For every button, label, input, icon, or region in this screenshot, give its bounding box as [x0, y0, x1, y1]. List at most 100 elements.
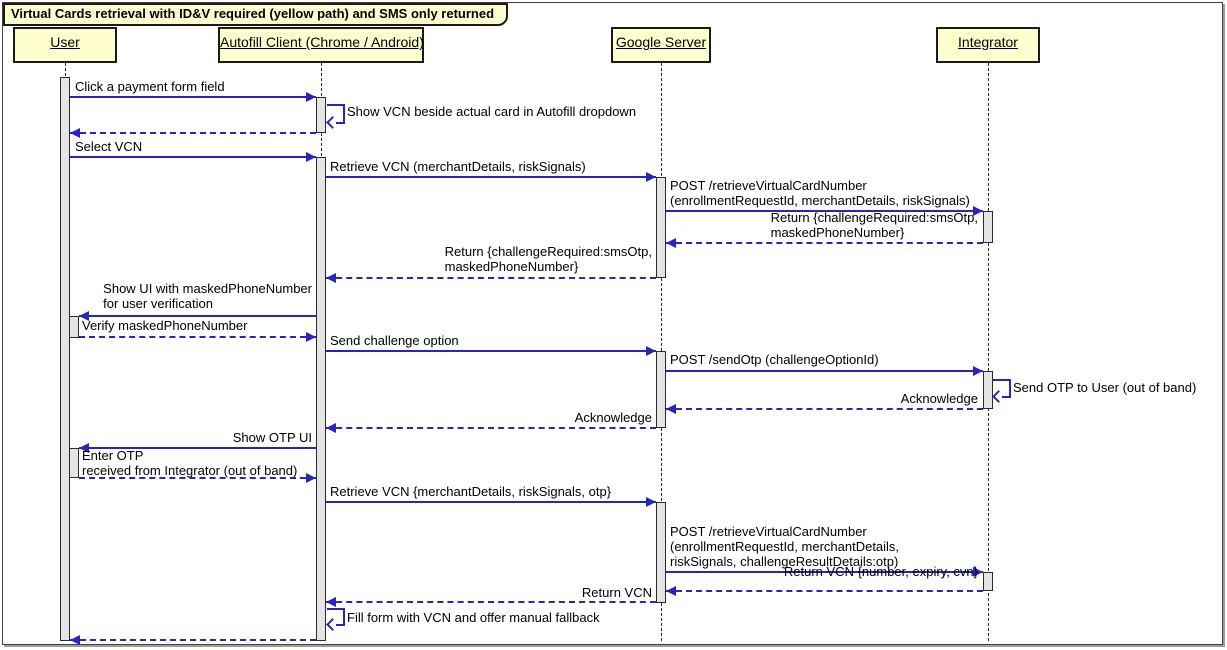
self-message-line	[336, 122, 345, 124]
return-message-arrow	[70, 639, 316, 641]
arrowhead-right-icon	[973, 206, 983, 216]
return-message-arrow	[326, 601, 656, 603]
lifeline-integrator	[988, 63, 989, 641]
message-label-line: POST /sendOtp (challengeOptionId)	[670, 352, 879, 367]
message-arrow	[326, 176, 656, 178]
return-message-arrow	[79, 336, 316, 338]
message-label-line: Verify maskedPhoneNumber	[82, 318, 248, 333]
self-message-line	[343, 104, 345, 122]
message-label: Retrieve VCN {merchantDetails, riskSigna…	[330, 484, 611, 499]
activation-bar-integrator	[983, 572, 993, 591]
arrowhead-left-icon	[666, 238, 676, 248]
message-label-line: riskSignals, challengeResultDetails:otp)	[670, 554, 899, 569]
message-arrow	[79, 447, 316, 449]
message-arrow	[79, 315, 316, 317]
arrowhead-right-icon	[646, 497, 656, 507]
message-label: Acknowledge	[901, 391, 978, 406]
message-label-line: Show UI with maskedPhoneNumber	[103, 281, 312, 296]
message-label: Return VCN	[582, 585, 652, 600]
message-label: Show OTP UI	[233, 430, 312, 445]
activation-bar-integrator	[983, 211, 993, 243]
arrowhead-left-icon	[326, 273, 336, 283]
message-label-line: Acknowledge	[574, 410, 652, 425]
arrowhead-right-icon	[646, 346, 656, 356]
message-arrow	[326, 501, 656, 503]
diagram-title: Virtual Cards retrieval with ID&V requir…	[3, 3, 509, 26]
arrowhead-left-icon	[326, 423, 336, 433]
message-label-line: Acknowledge	[900, 391, 978, 406]
arrowhead-left-icon	[326, 597, 336, 607]
arrowhead-right-icon	[306, 152, 316, 162]
arrowhead-left-icon	[79, 311, 89, 321]
arrowhead-left-icon	[70, 635, 80, 645]
return-message-arrow	[666, 242, 983, 244]
arrowhead-right-icon	[306, 473, 316, 483]
message-label-line: received from Integrator (out of band)	[82, 463, 298, 478]
message-label-line: POST /retrieveVirtualCardNumber	[670, 524, 867, 539]
activation-bar-autofill-client	[316, 157, 326, 641]
arrowhead-left-icon	[666, 586, 676, 596]
self-message-line	[327, 104, 345, 106]
return-message-arrow	[70, 132, 316, 134]
message-arrow	[326, 350, 656, 352]
message-label: Send challenge option	[330, 333, 459, 348]
arrowhead-left-icon	[70, 128, 80, 138]
message-label: POST /retrieveVirtualCardNumber(enrollme…	[670, 524, 899, 569]
participant-user: User	[13, 27, 117, 63]
arrowhead-right-icon	[973, 567, 983, 577]
message-arrow	[70, 96, 316, 98]
message-label: Select VCN	[75, 139, 142, 154]
activation-bar-google-server	[656, 177, 666, 278]
participant-integrator: Integrator	[936, 27, 1040, 63]
arrowhead-right-icon	[306, 92, 316, 102]
activation-bar-user-nested	[69, 448, 79, 478]
message-label: Return {challengeRequired:smsOtp,maskedP…	[771, 210, 978, 240]
return-message-arrow	[326, 277, 656, 279]
activation-bar-user	[60, 77, 70, 641]
activation-bar-user-nested	[69, 316, 79, 338]
message-arrow	[666, 571, 983, 573]
self-message-line	[993, 379, 1011, 381]
message-label: POST /retrieveVirtualCardNumber(enrollme…	[670, 178, 970, 208]
message-label-line: Retrieve VCN {merchantDetails, riskSigna…	[330, 484, 612, 499]
arrowhead-left-icon	[666, 404, 676, 414]
self-message-line	[343, 608, 345, 624]
message-label-line: Show OTP UI	[232, 430, 312, 445]
arrowhead-right-icon	[646, 172, 656, 182]
message-label: Acknowledge	[575, 410, 652, 425]
participant-autofill-client: Autofill Client (Chrome / Android)	[218, 27, 424, 63]
message-label: Fill form with VCN and offer manual fall…	[347, 610, 600, 625]
message-label-line: Return VCN {number, expiry, cvn}	[783, 564, 978, 579]
message-label-line: Enter OTP	[82, 448, 144, 463]
message-label-line: Send challenge option	[330, 333, 459, 348]
message-arrow	[70, 156, 316, 158]
message-label-line: POST /retrieveVirtualCardNumber	[670, 178, 867, 193]
message-label: Return VCN {number, expiry, cvn}	[784, 564, 978, 579]
arrowhead-right-icon	[306, 332, 316, 342]
message-label-line: for user verification	[103, 296, 213, 311]
message-label-line: Click a payment form field	[75, 79, 225, 94]
message-label-line: (enrollmentRequestId, merchantDetails, r…	[670, 193, 970, 208]
message-label-line: Return {challengeRequired:smsOtp,	[444, 244, 652, 259]
return-message-arrow	[79, 477, 316, 479]
self-message-line	[336, 624, 345, 626]
message-label: Verify maskedPhoneNumber	[82, 318, 247, 333]
message-label-line: maskedPhoneNumber}	[770, 225, 905, 240]
message-label-line: Select VCN	[75, 139, 143, 154]
return-message-arrow	[666, 408, 983, 410]
activation-bar-integrator	[983, 371, 993, 409]
message-label-line: Return {challengeRequired:smsOtp,	[770, 210, 978, 225]
message-label: Click a payment form field	[75, 79, 225, 94]
message-label-line: maskedPhoneNumber}	[444, 259, 579, 274]
message-label-line: Return VCN	[581, 585, 652, 600]
return-message-arrow	[326, 427, 656, 429]
message-label: POST /sendOtp (challengeOptionId)	[670, 352, 879, 367]
self-message-line	[1002, 396, 1011, 398]
message-label-line: (enrollmentRequestId, merchantDetails,	[670, 539, 900, 554]
arrowhead-right-icon	[973, 366, 983, 376]
message-label: Show VCN beside actual card in Autofill …	[347, 104, 637, 119]
